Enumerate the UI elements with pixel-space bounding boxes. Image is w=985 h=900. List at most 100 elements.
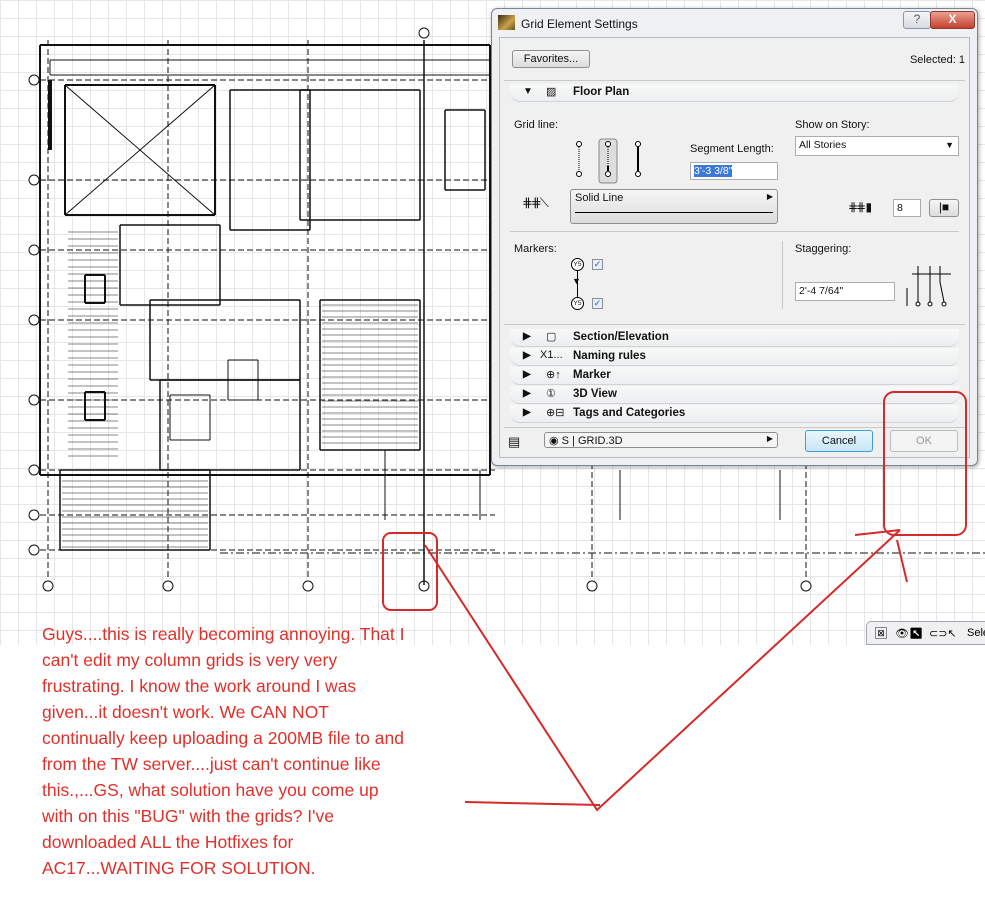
expand-triangle-icon: ▶ [523,369,531,380]
layers-icon: ▤ [508,434,521,449]
pen-icon: ⋕⋕ ▮ [848,200,872,214]
chevron-right-icon: ▶ [766,192,773,201]
grid-bubble[interactable] [28,174,40,186]
annotation-line: from the TW server....just can't continu… [42,754,381,774]
grid-line-label: Grid line: [514,119,559,131]
grid-bubble[interactable] [800,580,812,592]
annotation-line: with on this "BUG" with the grids? I've [42,806,334,826]
show-on-story-value: All Stories [799,139,847,151]
expand-triangle-icon: ▶ [523,388,531,399]
dialog-body: Favorites... Selected: 1 ▼ ▨ Floor Plan … [499,37,970,458]
annotation-line: continually keep uploading a 200MB file … [42,728,404,748]
end-marker-icon: Y5 [571,297,584,310]
3d-view-icon: ① [546,388,556,400]
dialog-title: Grid Element Settings [521,17,638,31]
line-type-icon: ⋕⋕⟍ [522,195,549,210]
grid-bubble[interactable] [28,464,40,476]
tags-categories-icon: ⊕⊟ [546,407,565,419]
selected-count: Selected: 1 [909,54,965,66]
grid-line-mode-selector[interactable] [570,138,650,184]
help-button[interactable]: ? [903,11,931,29]
naming-rules-panel-header[interactable]: ▶ X1... Naming rules [510,348,959,366]
show-on-story-dropdown[interactable]: All Stories ▼ [795,136,959,156]
floor-plan-drawing [28,27,985,592]
layer-selector[interactable]: ◉ S | GRID.3D ▶ [544,432,778,448]
mini-toolbar: ⊠ 👁↖ ⊂⊃↖ Sele [866,621,985,645]
grid-bubble[interactable] [28,394,40,406]
panel-title: Floor Plan [573,86,630,98]
line-type-value: Solid Line [575,192,624,204]
line-type-selector[interactable]: Solid Line ▶ [570,189,778,224]
section-elevation-panel-header[interactable]: ▶ ▢ Section/Elevation [510,329,959,347]
grid-bubble[interactable] [162,580,174,592]
section-elevation-icon: ▢ [546,331,557,343]
close-button[interactable]: X [930,11,975,29]
grid-bubble[interactable] [42,580,54,592]
cancel-button[interactable]: Cancel [805,430,873,452]
panel-title: Tags and Categories [573,407,686,419]
grid-bubble[interactable] [28,244,40,256]
grid-bubble[interactable] [302,580,314,592]
annotation-line: Guys....this is really becoming annoying… [42,624,405,644]
annotation-line: AC17...WAITING FOR SOLUTION. [42,858,316,878]
grid-element-settings-dialog: Grid Element Settings ? X Favorites... S… [491,8,978,466]
pen-number-input[interactable]: 8 [893,199,921,217]
grid-bubble[interactable] [418,27,430,39]
floor-plan-icon: ▨ [546,86,557,98]
annotation-line: can't edit my column grids is very very [42,650,338,670]
dialog-title-bar[interactable]: Grid Element Settings ? X [492,9,977,37]
chevron-right-icon: ▶ [766,434,773,443]
start-marker-checkbox[interactable]: ✓ [592,259,603,270]
grid-bubble[interactable] [28,314,40,326]
segment-length-value: 3'-3 3/8" [694,165,733,177]
staggering-diagram-icon [906,266,951,307]
favorites-button[interactable]: Favorites... [512,50,590,68]
collapse-triangle-icon: ▼ [523,86,533,97]
show-on-story-label: Show on Story: [795,119,870,131]
marker-icon: ⊕↑ [546,369,561,381]
grid-bubble[interactable] [586,580,598,592]
naming-rules-icon: X1... [540,349,563,361]
arrow-down-icon: ▼ [572,276,581,286]
annotation-text: Guys....this is really becoming annoying… [42,621,462,881]
panel-title: 3D View [573,388,617,400]
annotation-line: frustrating. I know the work around I wa… [42,676,357,696]
staggering-input[interactable]: 2'-4 7/64" [795,282,895,301]
grid-bubble[interactable] [28,544,40,556]
3d-view-panel-header[interactable]: ▶ ① 3D View [510,386,959,404]
panel-title: Section/Elevation [573,331,669,343]
annotation-line: downloaded ALL the Hotfixes for [42,832,294,852]
segment-length-input[interactable]: 3'-3 3/8" [690,162,778,180]
markers-label: Markers: [514,243,557,255]
solid-line-option[interactable] [635,141,641,177]
grid-bubble[interactable] [28,74,40,86]
arrow-line [464,801,601,806]
chevron-down-icon: ▼ [945,140,954,150]
tags-categories-panel-header[interactable]: ▶ ⊕⊟ Tags and Categories [510,405,959,423]
annotation-line: this.,...GS, what solution have you come… [42,780,379,800]
segment-length-label: Segment Length: [690,143,774,155]
layer-toggle-icon[interactable]: ⊠ [875,627,887,639]
staggering-label: Staggering: [795,243,852,255]
plan-line [64,84,216,216]
expand-triangle-icon: ▶ [523,350,531,361]
panel-title: Naming rules [573,350,646,362]
annotation-line: given...it doesn't work. We CAN NOT [42,702,329,722]
panel-title: Marker [573,369,611,381]
eye-icon: ◉ [549,435,562,447]
floor-plan-panel-header[interactable]: ▼ ▨ Floor Plan [510,84,959,102]
grid-bubble[interactable] [28,509,40,521]
start-marker-icon: Y5 [571,258,584,271]
expand-triangle-icon: ▶ [523,331,531,342]
marker-panel-header[interactable]: ▶ ⊕↑ Marker [510,367,959,385]
lock-icon[interactable]: ⊂⊃↖ [929,628,957,640]
end-marker-checkbox[interactable]: ✓ [592,298,603,309]
pen-color-button[interactable]: |■ [929,199,959,217]
select-label[interactable]: Sele [967,627,985,639]
archicad-logo-icon [498,15,515,30]
eye-icon[interactable]: 👁↖ [895,628,923,640]
layer-value: S | GRID.3D [561,435,623,447]
expand-triangle-icon: ▶ [523,407,531,418]
ok-button[interactable]: OK [890,430,958,452]
dashed-line-option[interactable] [576,141,582,177]
